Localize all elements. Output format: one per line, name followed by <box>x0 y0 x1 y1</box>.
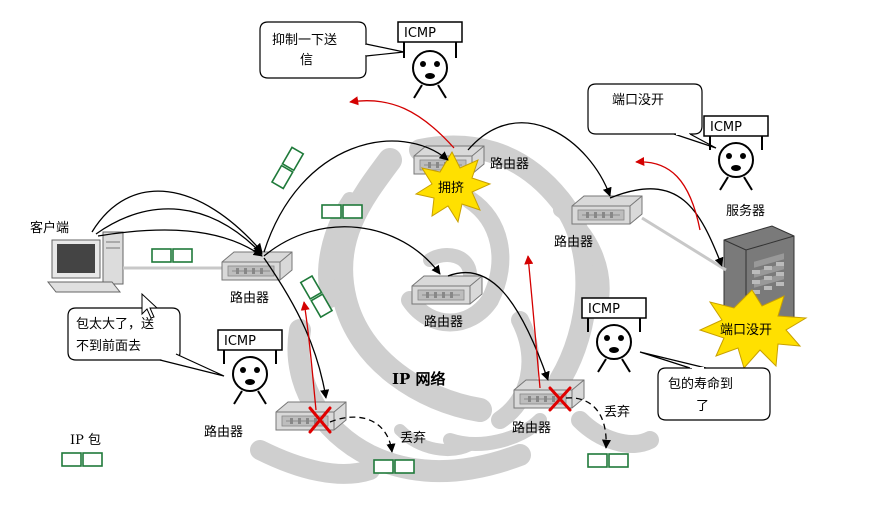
ip-packet <box>151 248 193 263</box>
mouse-cursor-icon <box>141 292 159 319</box>
router-center <box>411 275 483 305</box>
drop-x-right-icon <box>548 386 572 412</box>
ip-packet <box>271 146 305 190</box>
drop-right-label: 丢弃 <box>604 405 630 420</box>
ttl-line-1: 包的寿命到 <box>668 376 733 392</box>
icmp-character-right <box>703 115 769 191</box>
network-label: IP 网络 <box>392 370 446 388</box>
server-cable <box>641 216 727 272</box>
icmp-return-arrows <box>300 96 701 411</box>
router-bottom-right-label: 路由器 <box>512 420 551 436</box>
congestion-burst-icon <box>414 150 492 224</box>
router-center-label: 路由器 <box>424 314 463 330</box>
speech-bubble-port-closed <box>587 83 717 149</box>
legend-label: IP 包 <box>70 433 101 448</box>
router-bottom-left-label: 路由器 <box>204 424 243 440</box>
ip-packet <box>587 453 629 468</box>
too-big-line-2: 不到前面去 <box>76 338 141 354</box>
icmp-right-label: ICMP <box>710 120 742 135</box>
icmp-character-top <box>397 21 463 99</box>
router-right <box>571 195 643 225</box>
router-left <box>221 251 293 281</box>
drop-left-label: 丢弃 <box>400 431 426 446</box>
icmp-character-bottom-right <box>581 297 647 373</box>
icmp-character-left <box>217 329 283 405</box>
suppress-line-2: 信 <box>300 53 313 68</box>
speech-bubble-ttl <box>639 351 771 421</box>
icmp-top-label: ICMP <box>404 26 436 41</box>
legend-ip-packet-icon <box>61 452 103 467</box>
router-bottom-left <box>275 401 347 431</box>
client-label: 客户端 <box>30 220 69 236</box>
too-big-line-1: 包太大了，送 <box>76 317 154 332</box>
icmp-left-label: ICMP <box>224 334 256 349</box>
router-right-label: 路由器 <box>554 234 593 250</box>
icmp-bottom-right-label: ICMP <box>588 302 620 317</box>
ttl-line-2: 了 <box>696 399 709 414</box>
server-port-closed-burst-icon <box>698 289 808 370</box>
router-top-label: 路由器 <box>490 156 529 172</box>
speech-bubble-suppress <box>259 21 405 79</box>
router-bottom-right <box>513 379 585 409</box>
server-burst-label: 端口没开 <box>720 323 772 338</box>
drop-x-left-icon <box>308 406 332 434</box>
suppress-line-1: 抑制一下送 <box>272 33 337 48</box>
router-left-label: 路由器 <box>230 290 269 306</box>
drop-arrows <box>329 397 612 453</box>
server-label: 服务器 <box>726 203 765 219</box>
packet-flow-arrows <box>91 122 724 399</box>
speech-bubble-too-big <box>67 307 225 377</box>
port-closed-text: 端口没开 <box>612 93 664 108</box>
congestion-burst-label: 拥挤 <box>438 181 464 196</box>
client-computer-icon <box>46 231 124 293</box>
